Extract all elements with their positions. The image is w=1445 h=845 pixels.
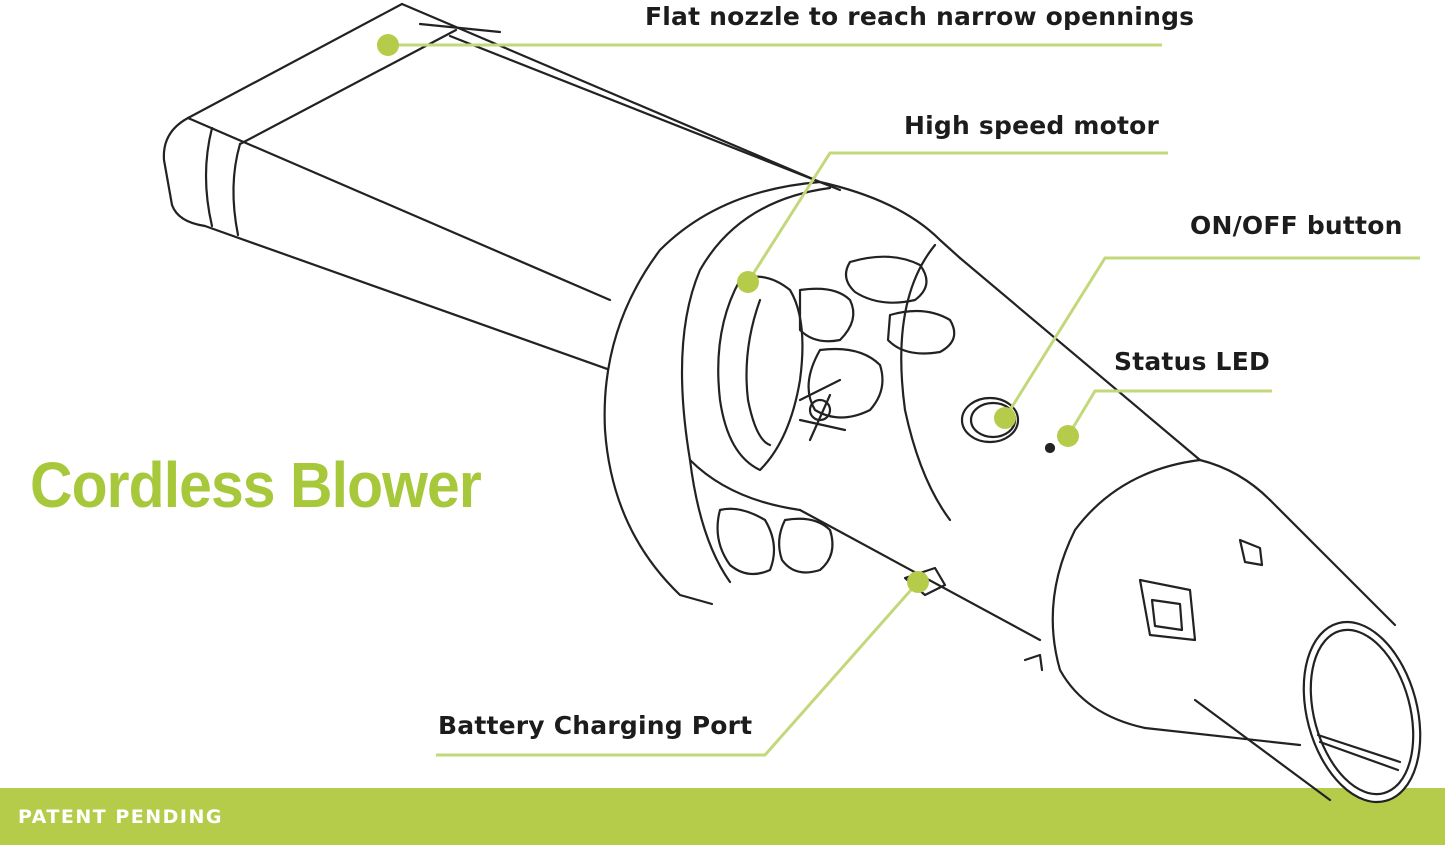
port-label: Battery Charging Port — [438, 711, 753, 740]
rear-tube — [1193, 498, 1422, 804]
flat-nozzle — [162, 2, 842, 394]
patent-pending-label: PATENT PENDING — [18, 806, 223, 828]
led-label: Status LED — [1114, 347, 1270, 376]
footer-bar: PATENT PENDING — [0, 788, 1445, 845]
callout-lines — [388, 43, 1420, 757]
rear-collar — [1023, 458, 1302, 747]
vent-grille — [716, 255, 956, 576]
motor-label: High speed motor — [904, 111, 1160, 140]
button-label: ON/OFF button — [1190, 211, 1403, 240]
motor-collar — [603, 180, 962, 606]
product-title: Cordless Blower — [30, 449, 482, 521]
callout-dots — [377, 34, 1079, 593]
nozzle-label: Flat nozzle to reach narrow opennings — [645, 2, 1195, 31]
